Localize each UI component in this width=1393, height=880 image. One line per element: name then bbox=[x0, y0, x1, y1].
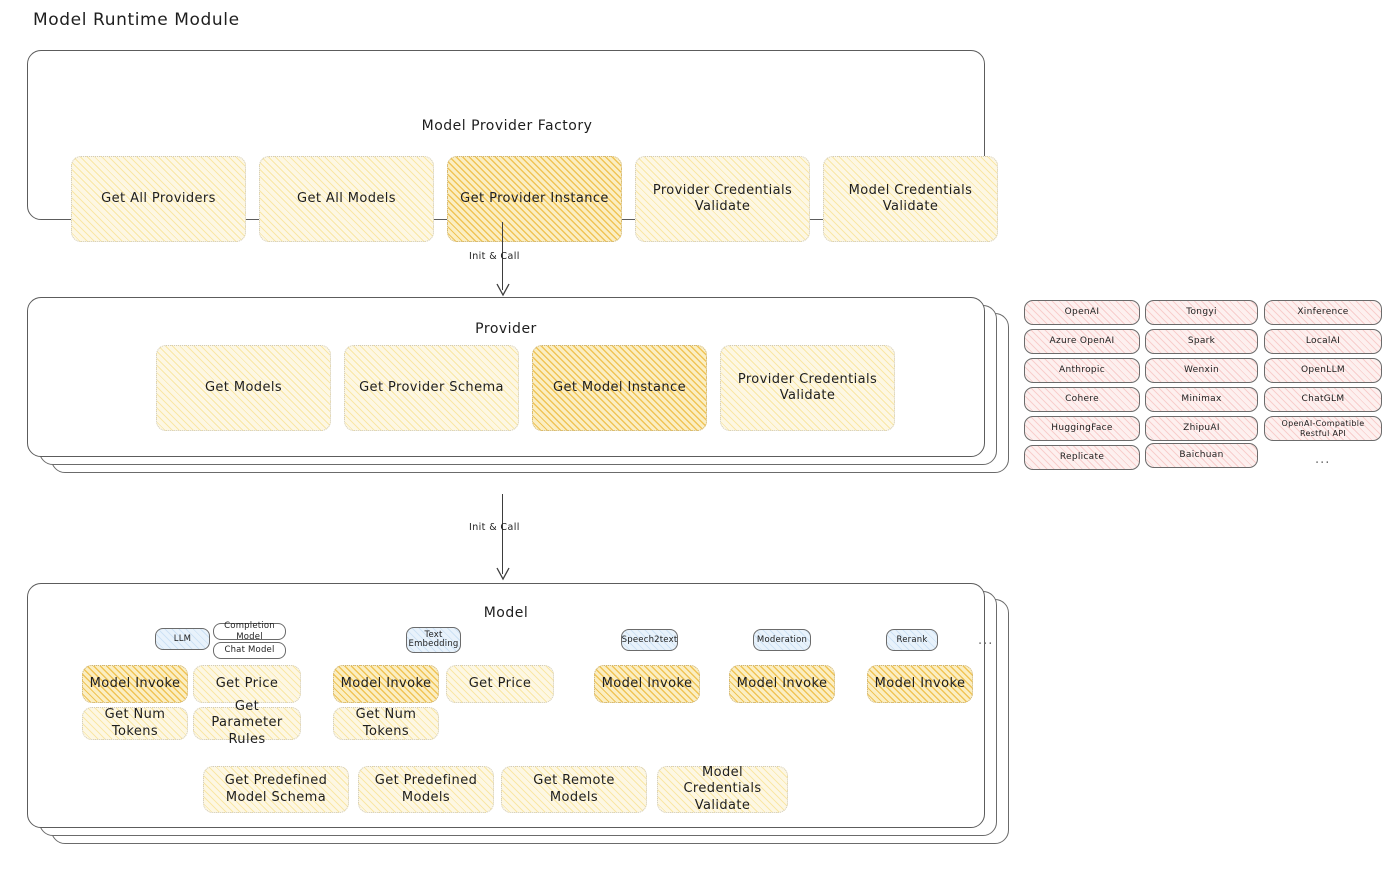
model-type-chip-rerank[interactable]: Rerank bbox=[886, 629, 938, 651]
provider-box-get-models[interactable]: Get Models bbox=[156, 345, 331, 431]
model-method-llm-get-parameter-rules[interactable]: Get Parameter Rules bbox=[193, 699, 301, 747]
provider-title: Provider bbox=[475, 321, 537, 337]
provider-chip-baichuan[interactable]: Baichuan bbox=[1145, 443, 1258, 468]
arrowhead-icon bbox=[496, 567, 510, 581]
model-method-moderation-model-invoke[interactable]: Model Invoke bbox=[729, 665, 835, 703]
provider-chip-localai[interactable]: LocalAI bbox=[1264, 329, 1382, 354]
connector-label: Init & Call bbox=[469, 251, 520, 262]
connector-line bbox=[502, 222, 504, 290]
factory-box-get-provider-instance[interactable]: Get Provider Instance bbox=[447, 156, 622, 242]
model-subchip-completion-model[interactable]: Completion Model bbox=[213, 621, 286, 642]
model-provider-factory-container: Model Provider Factory Get All Providers… bbox=[27, 50, 998, 242]
model-method-speech2text-model-invoke[interactable]: Model Invoke bbox=[594, 665, 700, 703]
provider-chip-anthropic[interactable]: Anthropic bbox=[1024, 358, 1140, 383]
model-types-ellipsis: ... bbox=[978, 633, 994, 648]
provider-chip-wenxin[interactable]: Wenxin bbox=[1145, 358, 1258, 383]
factory-title: Model Provider Factory bbox=[421, 118, 593, 134]
provider-chip-spark[interactable]: Spark bbox=[1145, 329, 1258, 354]
factory-box-get-all-models[interactable]: Get All Models bbox=[259, 156, 434, 242]
provider-chip-tongyi[interactable]: Tongyi bbox=[1145, 300, 1258, 325]
page-title: Model Runtime Module bbox=[33, 10, 240, 30]
provider-chip-zhipuai[interactable]: ZhipuAI bbox=[1145, 416, 1258, 441]
provider-chip-chatglm[interactable]: ChatGLM bbox=[1264, 387, 1382, 412]
arrowhead-icon bbox=[496, 283, 510, 297]
connector-provider-to-model: Init & Call bbox=[469, 494, 622, 581]
provider-chip-openllm[interactable]: OpenLLM bbox=[1264, 358, 1382, 383]
provider-chip-xinference[interactable]: Xinference bbox=[1264, 300, 1382, 325]
connector-label: Init & Call bbox=[469, 522, 520, 533]
provider-chip-openai-compatible-restful-api[interactable]: OpenAI-Compatible Restful API bbox=[1264, 416, 1382, 441]
provider-box-provider-credentials-validate[interactable]: Provider Credentials Validate bbox=[720, 345, 895, 431]
connector-factory-to-provider: Init & Call bbox=[469, 222, 622, 300]
model-method-text-embedding-model-invoke[interactable]: Model Invoke bbox=[333, 665, 439, 703]
provider-box-get-provider-schema[interactable]: Get Provider Schema bbox=[344, 345, 519, 431]
model-method-llm-model-invoke[interactable]: Model Invoke bbox=[82, 665, 188, 703]
model-container: Model LLM Completion Model Chat Model Te… bbox=[27, 583, 1012, 853]
provider-chip-cohere[interactable]: Cohere bbox=[1024, 387, 1140, 412]
model-type-chip-text-embedding[interactable]: Text Embedding bbox=[406, 627, 461, 653]
model-method-text-embedding-get-num-tokens[interactable]: Get Num Tokens bbox=[333, 707, 439, 740]
model-shared-method-get-predefined-models[interactable]: Get Predefined Models bbox=[358, 766, 494, 813]
provider-chip-azure-openai[interactable]: Azure OpenAI bbox=[1024, 329, 1140, 354]
model-subchip-chat-model[interactable]: Chat Model bbox=[213, 642, 286, 659]
model-method-rerank-model-invoke[interactable]: Model Invoke bbox=[867, 665, 973, 703]
provider-box-get-model-instance[interactable]: Get Model Instance bbox=[532, 345, 707, 431]
factory-box-model-credentials-validate[interactable]: Model Credentials Validate bbox=[823, 156, 998, 242]
model-type-chip-llm[interactable]: LLM bbox=[155, 628, 210, 650]
factory-box-get-all-providers[interactable]: Get All Providers bbox=[71, 156, 246, 242]
model-title: Model bbox=[483, 605, 529, 621]
model-shared-method-get-predefined-model-schema[interactable]: Get Predefined Model Schema bbox=[203, 766, 349, 813]
model-shared-method-get-remote-models[interactable]: Get Remote Models bbox=[501, 766, 647, 813]
model-method-text-embedding-get-price[interactable]: Get Price bbox=[446, 665, 554, 703]
model-type-chip-moderation[interactable]: Moderation bbox=[753, 629, 811, 651]
connector-line bbox=[502, 494, 504, 574]
model-method-llm-get-price[interactable]: Get Price bbox=[193, 665, 301, 703]
provider-chip-openai[interactable]: OpenAI bbox=[1024, 300, 1140, 325]
model-method-llm-get-num-tokens[interactable]: Get Num Tokens bbox=[82, 707, 188, 740]
provider-container: Provider Get Models Get Provider Schema … bbox=[27, 297, 1012, 482]
provider-list: OpenAI Azure OpenAI Anthropic Cohere Hug… bbox=[1024, 300, 1384, 480]
provider-chip-huggingface[interactable]: HuggingFace bbox=[1024, 416, 1140, 441]
factory-box-provider-credentials-validate[interactable]: Provider Credentials Validate bbox=[635, 156, 810, 242]
model-type-chip-speech2text[interactable]: Speech2text bbox=[621, 629, 678, 651]
provider-list-ellipsis: ... bbox=[1315, 452, 1331, 467]
provider-chip-minimax[interactable]: Minimax bbox=[1145, 387, 1258, 412]
provider-chip-replicate[interactable]: Replicate bbox=[1024, 445, 1140, 470]
model-shared-method-model-credentials-validate[interactable]: Model Credentials Validate bbox=[657, 765, 788, 813]
